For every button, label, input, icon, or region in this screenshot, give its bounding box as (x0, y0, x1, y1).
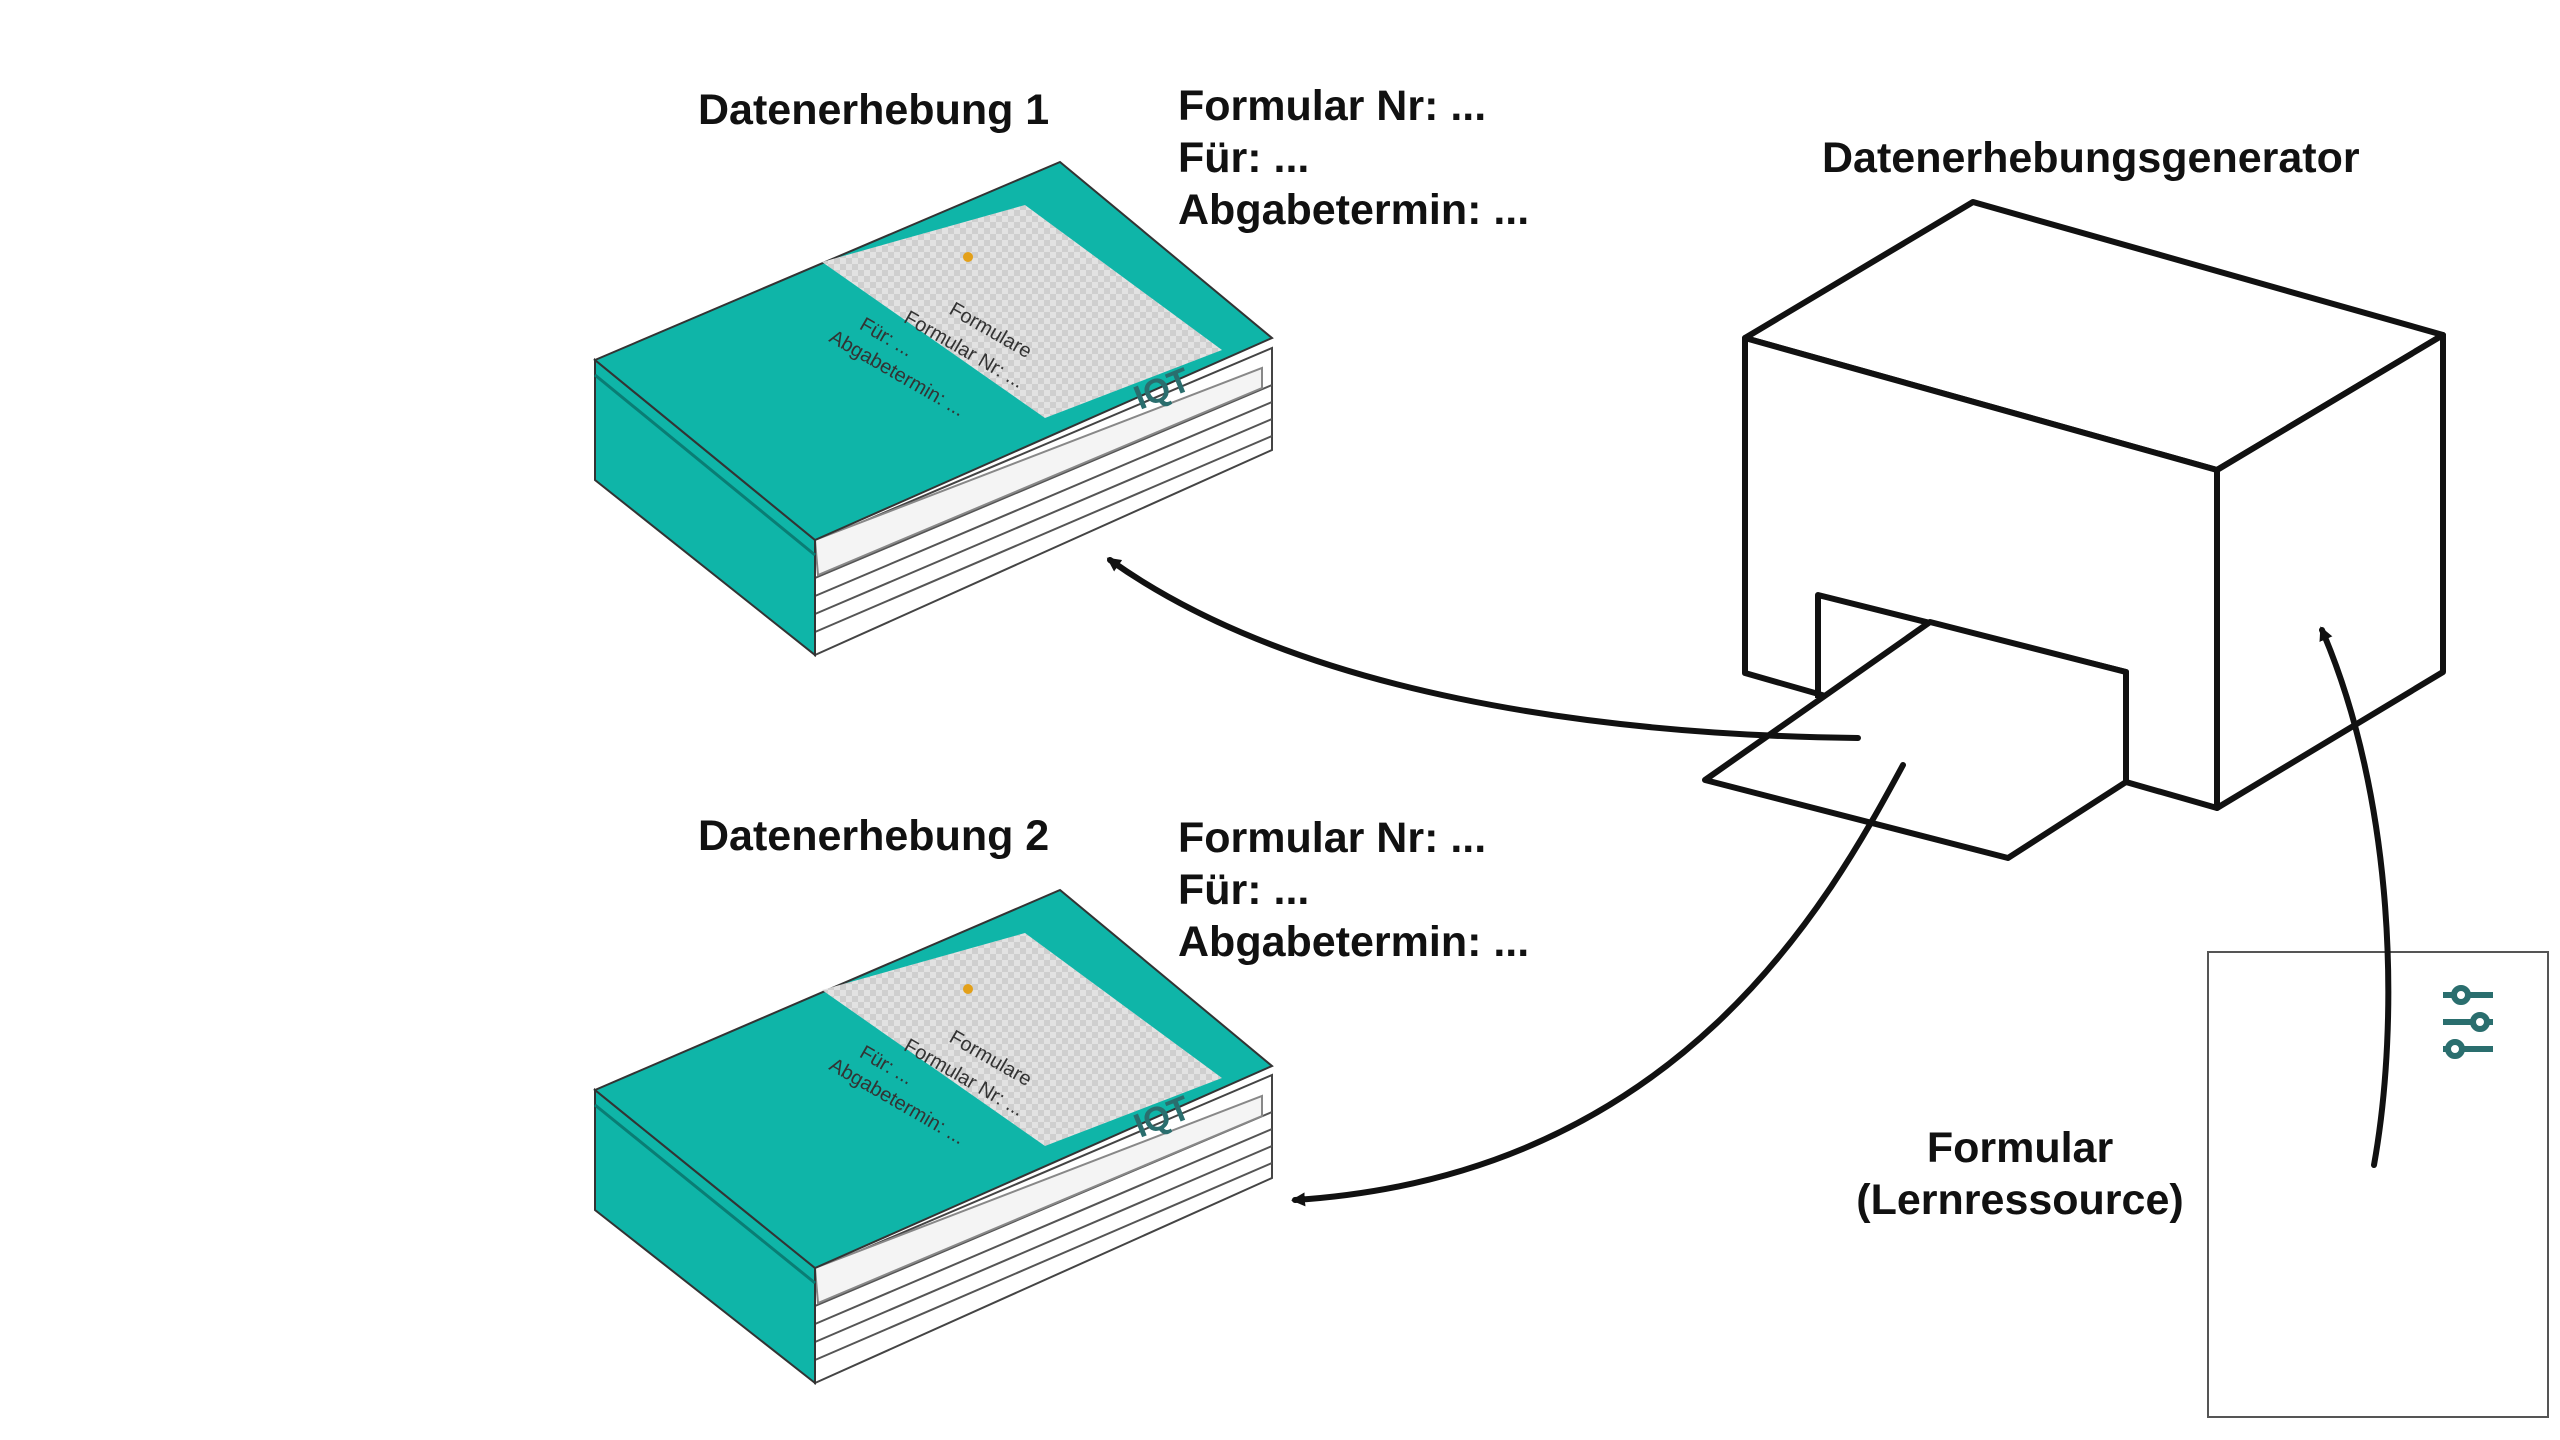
book-2: Formulare Formular Nr: ... Für: ... Abga… (593, 888, 1274, 1386)
form-title: Formular (1926, 1124, 2114, 1172)
generator-box (1702, 199, 2446, 861)
sliders-icon (2443, 985, 2493, 1059)
book-2-meta-for: Für: ... (1178, 866, 1310, 914)
form-subtitle: (Lernressource) (1856, 1176, 2184, 1224)
book-1-meta-deadline: Abgabetermin: ... (1178, 186, 1530, 234)
book-1-meta-form-number: Formular Nr: ... (1178, 82, 1487, 130)
form-sheet (2207, 951, 2549, 1418)
book-2-meta-deadline: Abgabetermin: ... (1178, 918, 1530, 966)
book-1-title: Datenerhebung 1 (698, 86, 1050, 134)
arrow-to-datenerhebung-2 (1291, 762, 1906, 1207)
arrow-to-datenerhebung-1 (1106, 557, 1861, 741)
arrows (1106, 557, 2392, 1207)
generator-title: Datenerhebungsgenerator (1822, 134, 2360, 182)
book-1-meta-for: Für: ... (1178, 134, 1310, 182)
book-2-meta-form-number: Formular Nr: ... (1178, 814, 1487, 862)
book-1: Formulare Formular Nr: ... Für: ... Abga… (593, 160, 1274, 658)
book-2-title: Datenerhebung 2 (698, 812, 1050, 860)
arrow-form-to-generator (2319, 626, 2392, 1168)
